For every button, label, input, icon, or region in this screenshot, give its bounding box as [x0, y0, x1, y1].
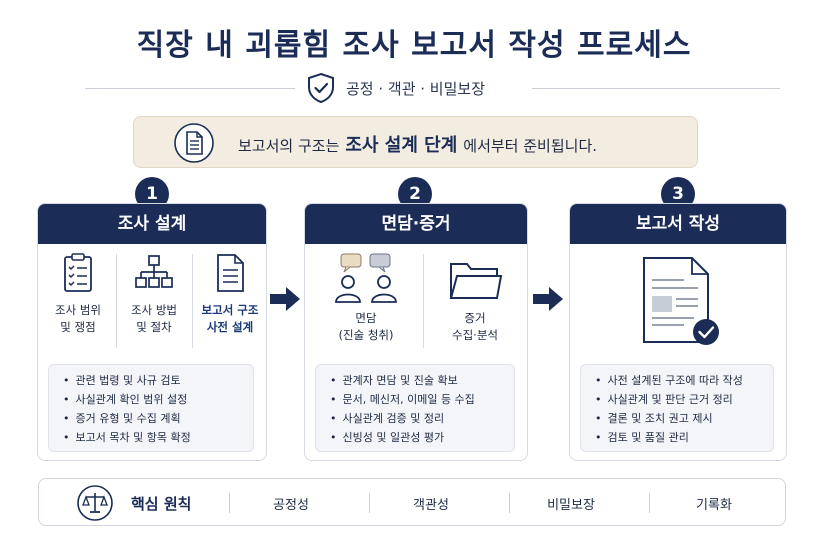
sub-interview-line2: (진술 청취): [338, 328, 394, 342]
arrow-right-icon: [270, 287, 300, 311]
step-1-card: 조사 설계 조사 범위 및 쟁점: [37, 203, 267, 461]
list-item: 관련 법령 및 사규 검토: [63, 371, 253, 390]
list-item: 사실관계 확인 범위 설정: [63, 390, 253, 409]
step-2-title: 면담·증거: [305, 204, 527, 244]
principle-confidentiality: 비밀보장: [547, 498, 595, 513]
separator: [649, 493, 650, 513]
list-item: 검토 및 품질 관리: [595, 428, 773, 447]
sub-evidence-line2: 수집·분석: [452, 328, 498, 342]
step-1-title: 조사 설계: [38, 204, 266, 244]
list-item: 사실관계 검증 및 정리: [330, 409, 514, 428]
list-item: 결론 및 조치 권고 제시: [595, 409, 773, 428]
sub-evidence: 증거 수집·분석: [425, 252, 525, 344]
divider-left: [85, 88, 295, 89]
core-principles-bar: 핵심 원칙 공정성 객관성 비밀보장 기록화: [38, 478, 786, 526]
list-item: 사실관계 및 판단 근거 정리: [595, 390, 773, 409]
step-2-bullets: 관계자 면담 및 진술 확보 문서, 메신저, 이메일 등 수집 사실관계 검증…: [315, 364, 515, 452]
sub-method: 조사 방법 및 절차: [118, 252, 190, 336]
list-item: 사전 설계된 구조에 따라 작성: [595, 371, 773, 390]
divider: [116, 254, 117, 348]
principle-objectivity: 객관성: [413, 498, 449, 513]
sub-structure-line2: 사전 설계: [206, 320, 254, 334]
principle-documentation: 기록화: [696, 498, 732, 513]
sub-interview: 면담 (진술 청취): [311, 252, 421, 344]
page-title: 직장 내 괴롭힘 조사 보고서 작성 프로세스: [136, 28, 692, 63]
sub-method-line1: 조사 방법: [131, 303, 177, 317]
list-item: 문서, 메신저, 이메일 등 수집: [330, 390, 514, 409]
list-item: 관계자 면담 및 진술 확보: [330, 371, 514, 390]
step-3-card: 보고서 작성 사전 설계된 구조에 따라 작성 사실관계 및 판단 근거 정리 …: [569, 203, 787, 461]
step-1-bullets: 관련 법령 및 사규 검토 사실관계 확인 범위 설정 증거 유형 및 수집 계…: [48, 364, 254, 452]
banner-prefix: 보고서의 구조는: [238, 137, 340, 155]
divider-right: [532, 88, 780, 89]
info-banner: 보고서의 구조는 조사 설계 단계 에서부터 준비됩니다.: [133, 116, 698, 168]
report-document-icon: [643, 257, 719, 345]
divider: [423, 254, 424, 348]
principle-fairness: 공정성: [273, 498, 309, 513]
list-item: 증거 유형 및 수집 계획: [63, 409, 253, 428]
banner-highlight: 조사 설계 단계: [345, 135, 458, 156]
arrow-right-icon: [533, 287, 563, 311]
sub-scope: 조사 범위 및 쟁점: [42, 252, 114, 336]
list-item: 신빙성 및 일관성 평가: [330, 428, 514, 447]
step-3-title: 보고서 작성: [570, 204, 786, 244]
sub-method-line2: 및 절차: [136, 320, 172, 334]
core-principles-label: 핵심 원칙: [131, 495, 192, 513]
step-2-card: 면담·증거 면담 (진술 청취) 증거 수집·분석: [304, 203, 528, 461]
document-icon: [174, 123, 214, 163]
sub-evidence-line1: 증거: [464, 311, 486, 325]
separator: [229, 493, 230, 513]
subtitle: 공정 · 객관 · 비밀보장: [346, 80, 486, 98]
sub-structure: 보고서 구조 사전 설계: [194, 252, 266, 336]
document-icon: [217, 254, 244, 292]
hierarchy-icon: [135, 255, 173, 288]
separator: [369, 493, 370, 513]
shield-check-icon: [308, 72, 334, 104]
interview-people-icon: [335, 253, 397, 303]
sub-interview-line1: 면담: [355, 311, 377, 325]
subtitle-row: 공정 · 객관 · 비밀보장: [0, 70, 828, 106]
divider: [192, 254, 193, 348]
sub-scope-line1: 조사 범위: [55, 303, 101, 317]
sub-structure-line1: 보고서 구조: [201, 303, 259, 317]
banner-text: 보고서의 구조는 조사 설계 단계 에서부터 준비됩니다.: [238, 131, 597, 157]
scale-justice-icon: [77, 485, 113, 521]
step-3-bullets: 사전 설계된 구조에 따라 작성 사실관계 및 판단 근거 정리 결론 및 조치…: [580, 364, 774, 452]
separator: [509, 493, 510, 513]
banner-suffix: 에서부터 준비됩니다.: [463, 137, 598, 155]
folder-icon: [449, 263, 503, 299]
list-item: 보고서 목차 및 항목 확정: [63, 428, 253, 447]
clipboard-checklist-icon: [64, 253, 92, 292]
sub-scope-line2: 및 쟁점: [60, 320, 96, 334]
